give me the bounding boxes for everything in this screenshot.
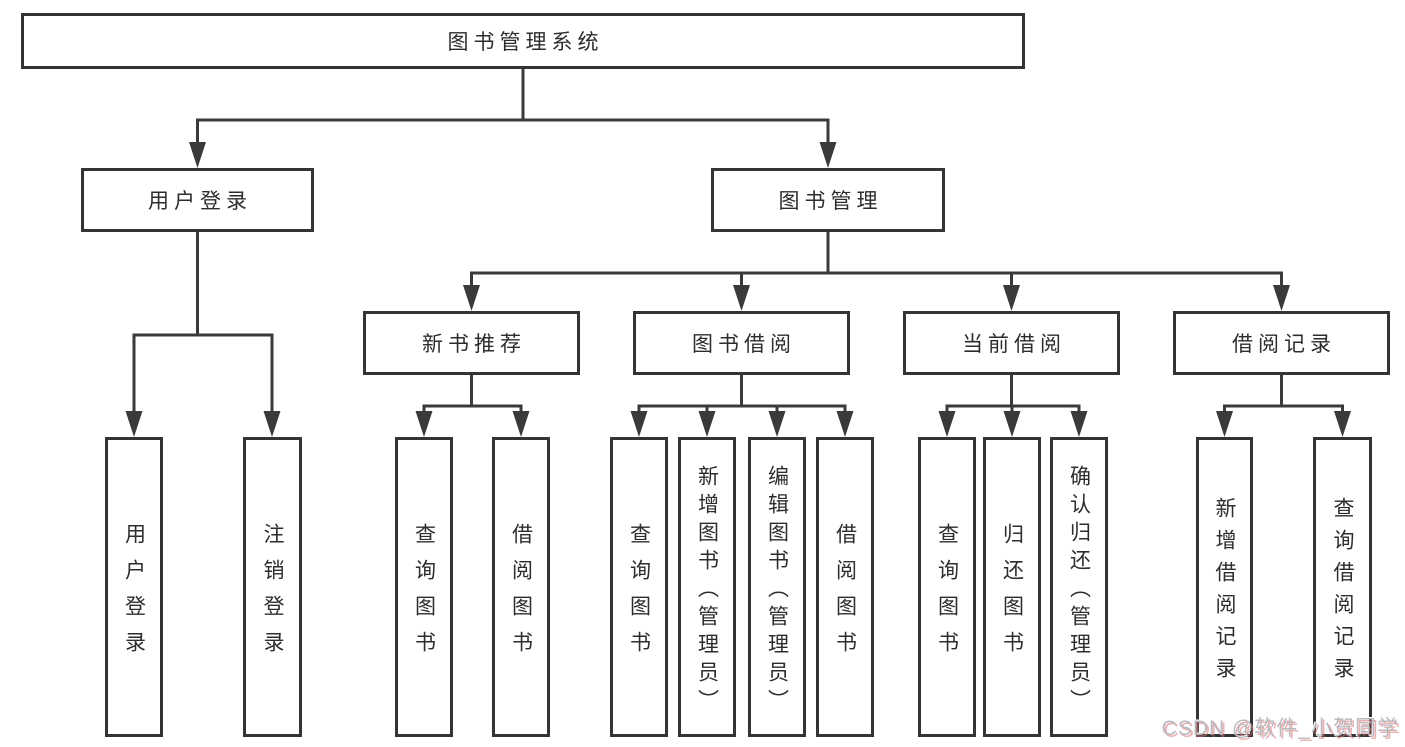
arrow-head-icon [819, 142, 837, 168]
node-leaf-query-borrow-record: 查询借阅记录 [1313, 437, 1372, 737]
node-label: 归还图书 [1000, 522, 1024, 667]
node-label: 用户登录 [122, 522, 146, 667]
node-leaf-return-book: 归还图书 [983, 437, 1041, 737]
node-leaf-user-login: 用户登录 [105, 437, 163, 737]
arrow-head-icon [698, 411, 716, 437]
node-label: 编辑图书（管理员） [765, 464, 789, 717]
arrow-head-icon [1334, 411, 1351, 437]
node-label: 查询借阅记录 [1331, 496, 1354, 689]
node-leaf-query-book-1: 查询图书 [395, 437, 453, 737]
node-new-book-recommend: 新书推荐 [363, 311, 580, 375]
node-leaf-add-book: 新增图书（管理员） [678, 437, 736, 737]
node-label: 注销登录 [261, 522, 284, 667]
node-label: 借阅图书 [509, 522, 533, 667]
arrow-head-icon [125, 411, 143, 437]
node-leaf-query-book-2: 查询图书 [610, 437, 668, 737]
node-current-borrow: 当前借阅 [903, 311, 1120, 375]
node-label: 新增图书（管理员） [695, 464, 719, 717]
node-root: 图书管理系统 [21, 13, 1025, 69]
node-book-management: 图书管理 [711, 168, 945, 232]
node-leaf-confirm-return: 确认归还（管理员） [1050, 437, 1108, 737]
node-leaf-logout: 注销登录 [243, 437, 302, 737]
node-label: 新书推荐 [422, 333, 526, 356]
arrow-head-icon [1070, 411, 1088, 437]
arrow-head-icon [1003, 411, 1021, 437]
node-leaf-borrow-book-1: 借阅图书 [492, 437, 550, 737]
node-borrow-record: 借阅记录 [1173, 311, 1390, 375]
arrow-head-icon [1003, 285, 1020, 311]
node-label: 查询图书 [412, 522, 436, 667]
node-label: 当前借阅 [962, 333, 1066, 356]
node-book-borrow: 图书借阅 [633, 311, 850, 375]
arrow-head-icon [1216, 411, 1233, 437]
arrow-head-icon [836, 411, 854, 437]
node-label: 确认归还（管理员） [1067, 464, 1091, 717]
node-label: 借阅记录 [1232, 333, 1336, 356]
node-leaf-query-book-3: 查询图书 [918, 437, 976, 737]
node-label: 图书管理 [778, 190, 883, 213]
watermark: CSDN @软件_小贺同学 [1161, 717, 1399, 740]
node-leaf-borrow-book-2: 借阅图书 [816, 437, 874, 737]
arrow-head-icon [1273, 285, 1290, 311]
node-leaf-edit-book: 编辑图书（管理员） [748, 437, 806, 737]
arrow-head-icon [512, 411, 530, 437]
node-user-login: 用户登录 [81, 168, 314, 232]
arrow-head-icon [630, 411, 648, 437]
node-label: 查询图书 [935, 522, 959, 667]
node-label: 查询图书 [627, 522, 651, 667]
node-label: 借阅图书 [833, 522, 857, 667]
node-label: 图书管理系统 [447, 31, 604, 54]
arrow-head-icon [938, 411, 956, 437]
node-label: 图书借阅 [692, 333, 796, 356]
arrow-head-icon [263, 411, 281, 437]
node-label: 新增借阅记录 [1213, 496, 1236, 689]
arrow-head-icon [189, 142, 206, 168]
arrow-head-icon [463, 285, 480, 311]
arrow-head-icon [768, 411, 786, 437]
node-label: 用户登录 [148, 190, 252, 213]
arrow-head-icon [733, 285, 750, 311]
node-leaf-add-borrow-record: 新增借阅记录 [1196, 437, 1253, 737]
arrow-head-icon [415, 411, 433, 437]
